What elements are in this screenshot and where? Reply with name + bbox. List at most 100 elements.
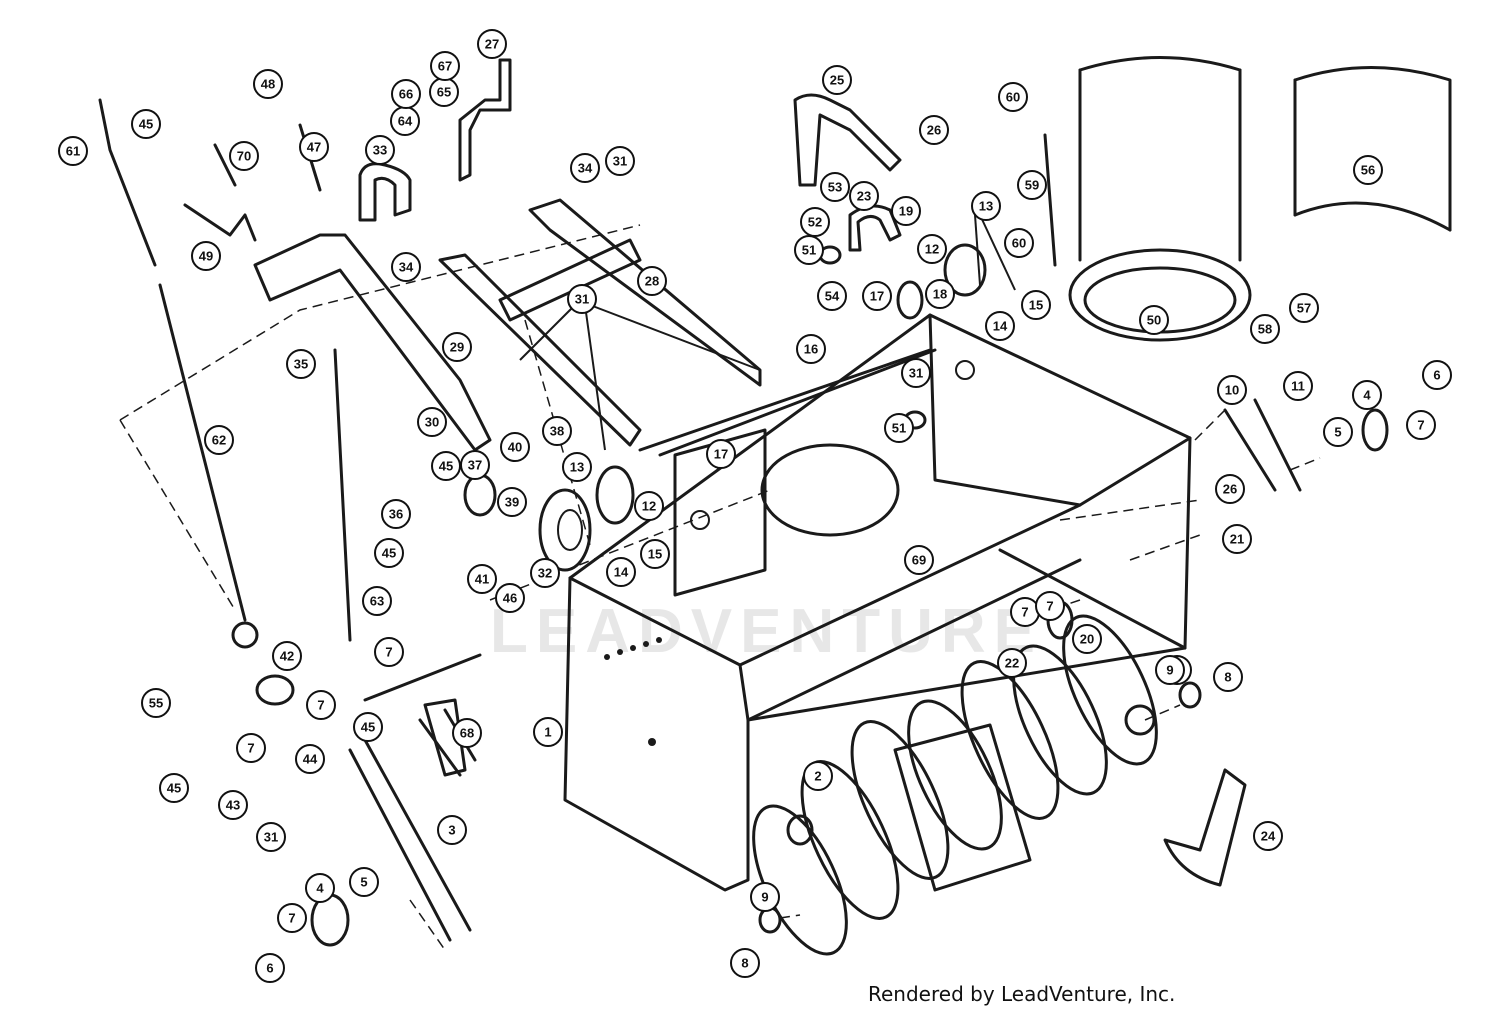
callout-label: 65	[437, 85, 451, 100]
callout-41: 41	[467, 564, 497, 594]
callout-24: 24	[1253, 821, 1283, 851]
callout-label: 17	[870, 289, 884, 304]
callout-label: 15	[1029, 298, 1043, 313]
callout-circle	[1217, 375, 1247, 405]
callout-label: 39	[505, 495, 519, 510]
callout-28: 28	[637, 266, 667, 296]
callout-circle	[891, 196, 921, 226]
callout-8: 8	[1213, 662, 1243, 692]
callout-5: 5	[349, 867, 379, 897]
callout-label: 45	[139, 117, 153, 132]
callout-circle	[1406, 410, 1436, 440]
callout-label: 9	[1166, 663, 1173, 678]
callout-39: 39	[497, 487, 527, 517]
callout-circle	[1352, 380, 1382, 410]
callout-circle	[253, 69, 283, 99]
callout-circle	[917, 234, 947, 264]
callout-circle	[58, 136, 88, 166]
callout-circle	[417, 407, 447, 437]
callout-circle	[1289, 293, 1319, 323]
callout-label: 8	[1224, 670, 1231, 685]
callout-label: 61	[66, 144, 80, 159]
callout-label: 12	[925, 242, 939, 257]
callout-circle	[919, 115, 949, 145]
callout-circle	[730, 948, 760, 978]
callout-40: 40	[500, 432, 530, 462]
callout-circle	[460, 450, 490, 480]
callout-9: 9	[750, 882, 780, 912]
callout-circle	[637, 266, 667, 296]
callout-label: 52	[808, 215, 822, 230]
callout-circle	[1250, 314, 1280, 344]
rods-drawing	[98, 98, 1302, 942]
callout-circle	[998, 82, 1028, 112]
callout-66: 66	[391, 79, 421, 109]
callout-circle	[820, 172, 850, 202]
callout-label: 38	[550, 424, 564, 439]
callout-label: 40	[508, 440, 522, 455]
callout-circle	[256, 822, 286, 852]
callout-7: 7	[1406, 410, 1436, 440]
callout-70: 70	[229, 141, 259, 171]
callout-label: 7	[247, 741, 254, 756]
callout-label: 26	[927, 123, 941, 138]
callout-26: 26	[1215, 474, 1245, 504]
callout-54: 54	[817, 281, 847, 311]
callout-60: 60	[1004, 228, 1034, 258]
callout-label: 18	[933, 287, 947, 302]
callout-23: 23	[849, 181, 879, 211]
callout-label: 12	[642, 499, 656, 514]
callout-circle	[1155, 655, 1185, 685]
callout-circle	[349, 867, 379, 897]
callout-label: 7	[317, 698, 324, 713]
callout-circle	[495, 583, 525, 613]
callout-7: 7	[1010, 597, 1040, 627]
callout-circle	[562, 452, 592, 482]
callout-circle	[430, 51, 460, 81]
callout-label: 28	[645, 274, 659, 289]
callout-label: 56	[1361, 163, 1375, 178]
callout-circle	[365, 135, 395, 165]
callout-1: 1	[533, 717, 563, 747]
callout-label: 63	[370, 594, 384, 609]
callout-51: 51	[794, 235, 824, 265]
callout-circle	[391, 79, 421, 109]
callout-label: 43	[226, 798, 240, 813]
callout-26: 26	[919, 115, 949, 145]
callout-circle	[1422, 360, 1452, 390]
callout-45: 45	[159, 773, 189, 803]
callout-32: 32	[530, 558, 560, 588]
callout-circle	[822, 65, 852, 95]
callout-label: 14	[614, 565, 629, 580]
callout-circle	[299, 132, 329, 162]
callout-circle	[229, 141, 259, 171]
callout-circle	[1017, 170, 1047, 200]
callout-label: 7	[288, 911, 295, 926]
callout-65: 65	[429, 77, 459, 107]
callout-14: 14	[985, 311, 1015, 341]
callout-label: 6	[266, 961, 273, 976]
callout-10: 10	[1217, 375, 1247, 405]
callout-circle	[750, 882, 780, 912]
callout-circle	[971, 191, 1001, 221]
callout-31: 31	[256, 822, 286, 852]
callout-label: 9	[761, 890, 768, 905]
callout-label: 2	[814, 769, 821, 784]
callout-68: 68	[452, 718, 482, 748]
callout-label: 37	[468, 458, 482, 473]
callout-19: 19	[891, 196, 921, 226]
callout-label: 48	[261, 77, 275, 92]
callout-14: 14	[606, 557, 636, 587]
housing-holes	[604, 637, 662, 660]
callout-circle	[141, 688, 171, 718]
callout-circle	[1035, 591, 1065, 621]
callout-circle	[431, 451, 461, 481]
callout-label: 31	[909, 366, 923, 381]
callout-13: 13	[562, 452, 592, 482]
callout-label: 46	[503, 591, 517, 606]
callout-circle	[286, 349, 316, 379]
callout-38: 38	[542, 416, 572, 446]
callout-label: 13	[979, 199, 993, 214]
callout-circle	[1215, 474, 1245, 504]
